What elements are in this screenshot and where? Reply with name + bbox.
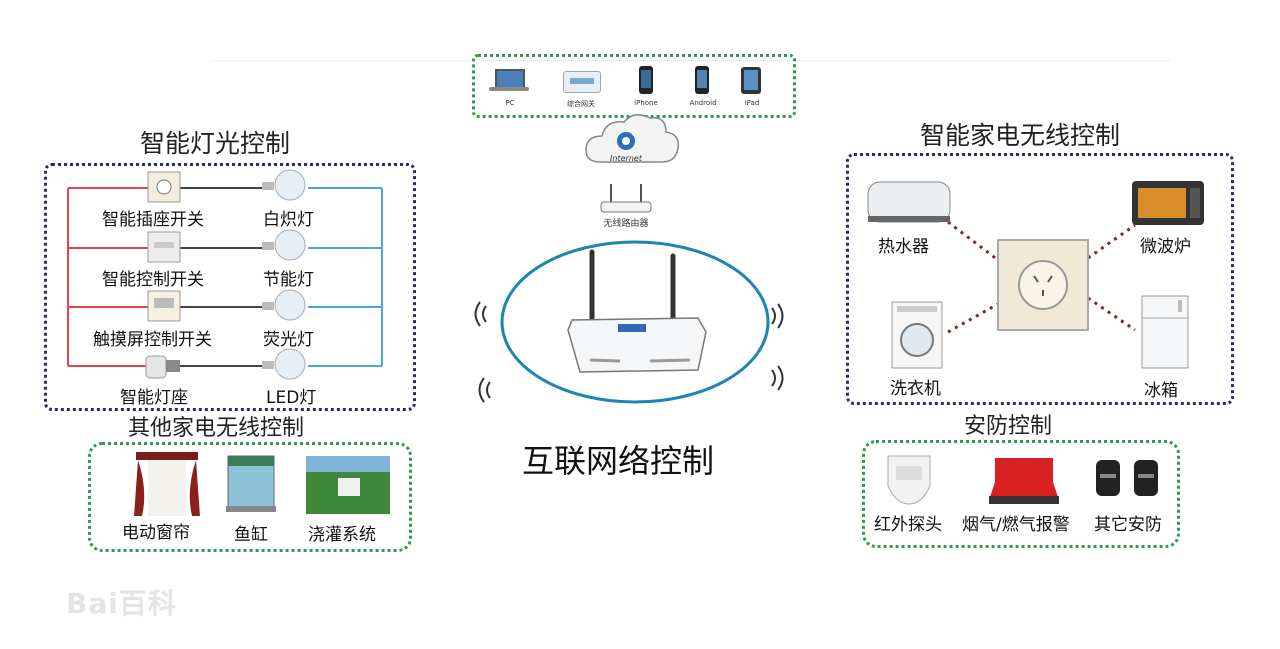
- lamp-label-1: 白炽灯: [263, 210, 314, 230]
- lighting-wires: [67, 187, 383, 367]
- baidu-watermark: Bai百科: [66, 587, 177, 620]
- lighting-box: [44, 163, 416, 411]
- washing-machine-icon: [891, 301, 943, 369]
- top-divider: [210, 60, 1170, 61]
- switch-label-1: 智能插座开关: [102, 210, 204, 230]
- smoke-alarm-icon: [989, 458, 1059, 504]
- lighting-title: 智能灯光控制: [140, 129, 291, 158]
- other-box: [88, 442, 412, 552]
- laptop-icon: [489, 69, 529, 91]
- device-label-pc: PC: [505, 99, 515, 107]
- infrared-sensor-icon: [887, 455, 931, 505]
- security-device-icon: [1096, 460, 1158, 496]
- water-heater-icon: [867, 181, 951, 223]
- other-title: 其他家电无线控制: [128, 416, 305, 441]
- device-label-iphone: iPhone: [634, 99, 658, 107]
- appliance-connectors: [947, 220, 1136, 334]
- bulb-icon: [262, 169, 306, 380]
- irrigation-icon: [306, 456, 390, 514]
- security-label-other: 其它安防: [1094, 515, 1162, 535]
- device-label-ipad: iPad: [744, 99, 760, 107]
- other-label-fishtank: 鱼缸: [234, 525, 268, 545]
- security-title: 安防控制: [964, 414, 1053, 439]
- appliance-label-microwave: 微波炉: [1140, 237, 1191, 257]
- security-box: [862, 440, 1180, 548]
- microwave-icon: [1132, 181, 1204, 225]
- device-label-gateway: 综合网关: [567, 100, 595, 108]
- security-label-infrared: 红外探头: [874, 515, 942, 535]
- smart-socket-icon: [997, 239, 1089, 331]
- appliance-label-washer: 洗衣机: [890, 379, 941, 399]
- fridge-icon: [1141, 295, 1189, 369]
- cloud-icon: [585, 114, 679, 163]
- wifi-wave-icon: [474, 301, 784, 403]
- gateway-icon: [563, 71, 601, 93]
- fish-tank-icon: [226, 455, 276, 512]
- lamp-label-4: LED灯: [266, 388, 317, 408]
- android-phone-icon: [695, 66, 709, 94]
- switch-label-2: 智能控制开关: [102, 270, 204, 290]
- other-label-curtain: 电动窗帘: [122, 523, 190, 543]
- center-title: 互联网络控制: [522, 442, 715, 480]
- switch-label-3: 触摸屏控制开关: [93, 330, 212, 350]
- appliance-box: [846, 153, 1234, 405]
- tablet-icon: [741, 67, 761, 94]
- wireless-router-label: 无线路由器: [603, 219, 649, 229]
- lamp-label-3: 荧光灯: [263, 330, 314, 350]
- main-router-icon: [567, 249, 707, 373]
- wireless-router-small-icon: [600, 184, 652, 213]
- lamp-label-2: 节能灯: [263, 270, 314, 290]
- switch-icon: [145, 171, 181, 379]
- appliance-label-heater: 热水器: [878, 237, 929, 257]
- security-label-smoke: 烟气/燃气报警: [962, 515, 1070, 535]
- other-label-irrigation: 浇灌系统: [308, 525, 376, 545]
- appliance-title: 智能家电无线控制: [920, 121, 1121, 150]
- internet-label: Internet: [610, 154, 642, 163]
- switch-label-4: 智能灯座: [120, 388, 188, 408]
- device-label-android: Android: [689, 99, 717, 107]
- curtain-icon: [134, 452, 200, 516]
- appliance-label-fridge: 冰箱: [1144, 381, 1178, 401]
- phone-icon: [639, 66, 653, 94]
